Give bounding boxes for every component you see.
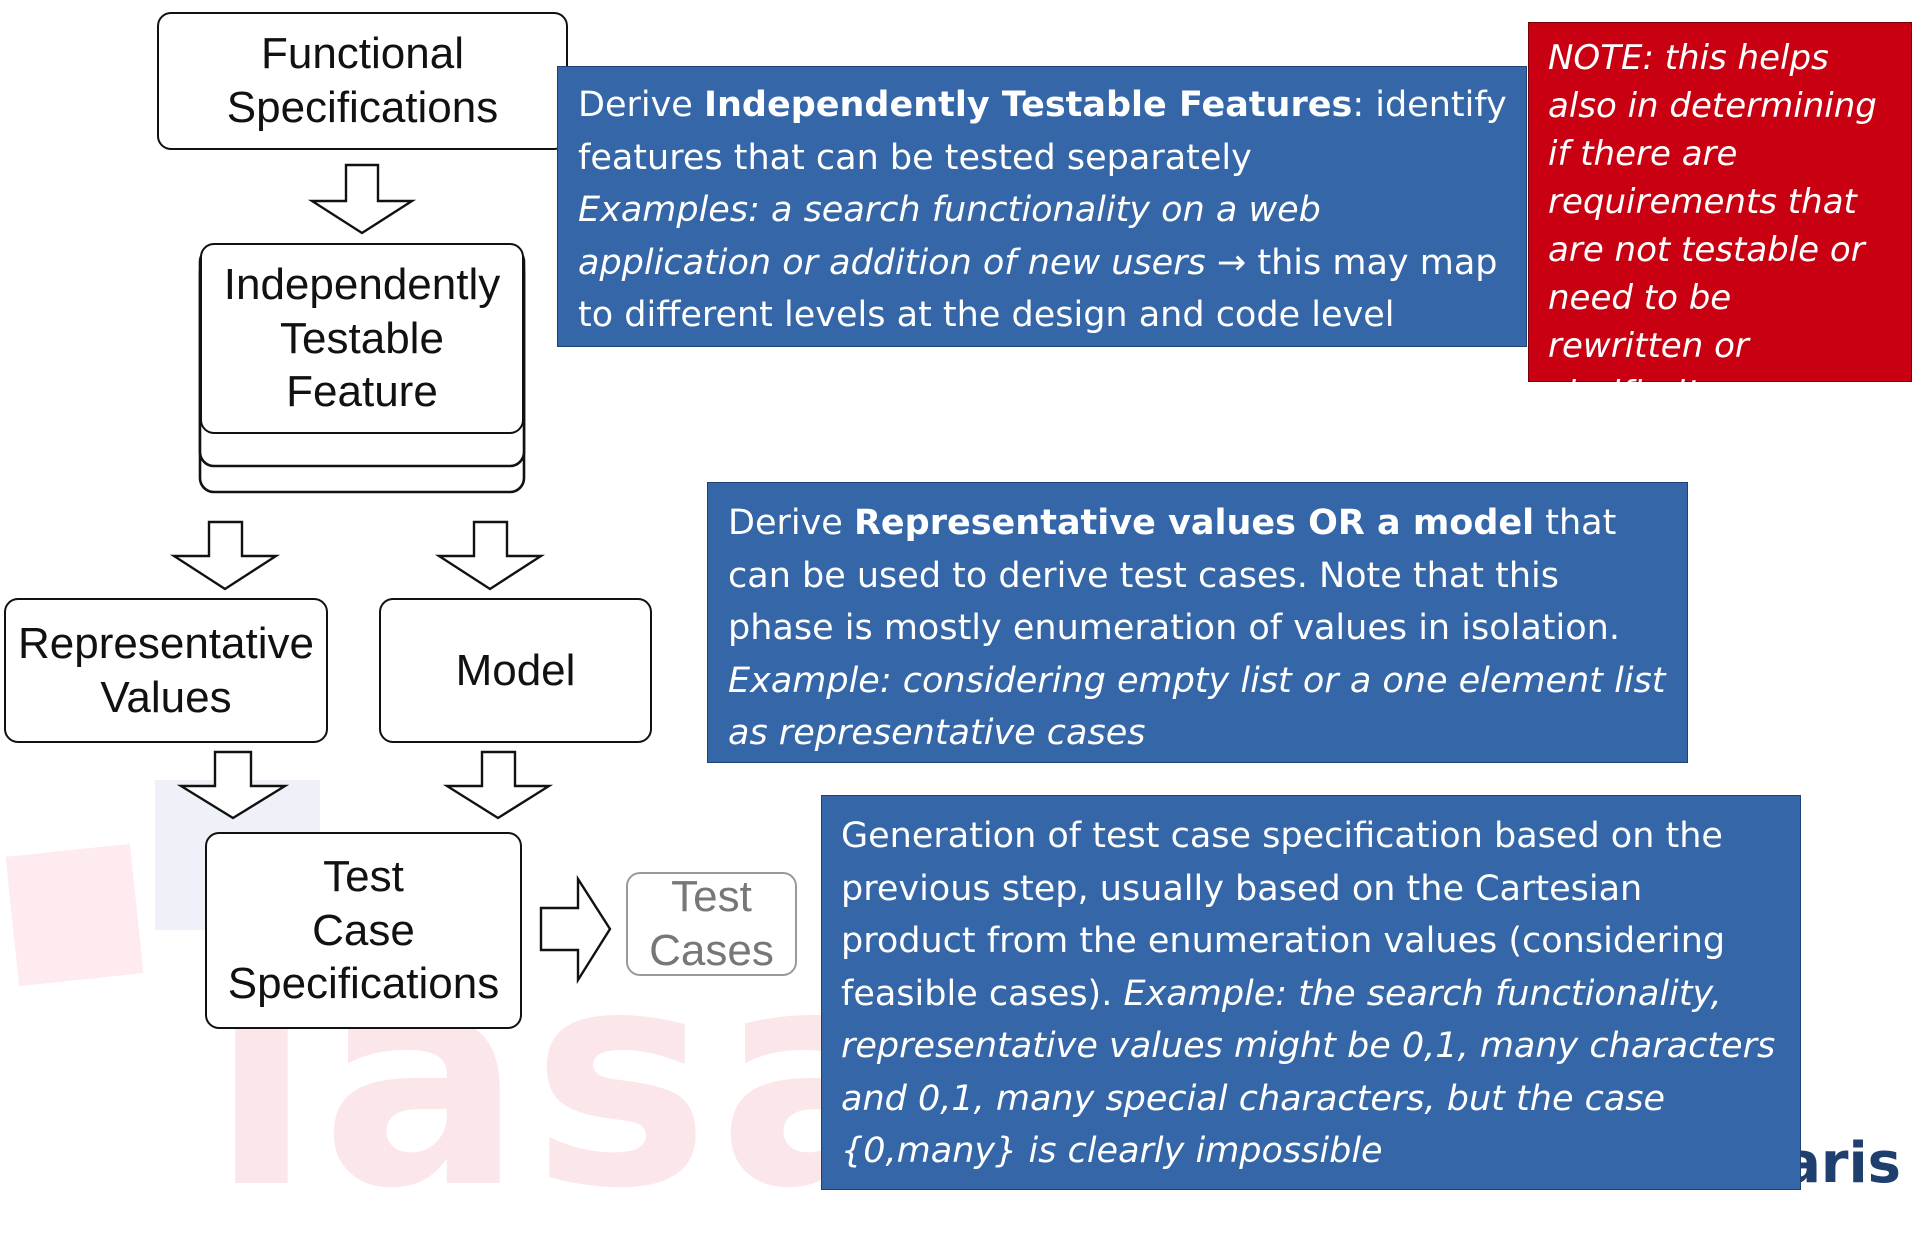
note-example: Examples: a search functionality on a we… bbox=[578, 190, 1321, 283]
box-label-line: Case bbox=[312, 905, 415, 955]
box-label-line: Model bbox=[455, 645, 576, 695]
box-label-line: Specifications bbox=[226, 83, 499, 132]
box-test-case-specifications: Test Case Specifications bbox=[205, 832, 522, 1029]
arrow-down-icon bbox=[307, 163, 417, 235]
box-label-line: Feature bbox=[286, 367, 438, 417]
box-label-line: Independently bbox=[223, 259, 501, 309]
arrow-down-icon bbox=[169, 520, 281, 591]
box-label-line: Functional bbox=[260, 29, 464, 79]
note-text: Generation of test case specification ba… bbox=[841, 816, 1726, 1014]
note-text: that can be used to derive test cases. N… bbox=[728, 503, 1620, 648]
box-model: Model bbox=[379, 598, 652, 743]
note-example: Example: the search functionality, repre… bbox=[841, 973, 1776, 1172]
note-example: Example: considering empty list or a one… bbox=[728, 660, 1666, 754]
arrow-right-icon bbox=[539, 874, 612, 985]
box-functional-specifications: Functional Specifications bbox=[157, 12, 568, 150]
note-red-testability: NOTE: this helps also in determining if … bbox=[1528, 22, 1912, 414]
box-label-line: Test bbox=[323, 851, 404, 901]
box-label-line: Specifications bbox=[227, 959, 500, 1009]
box-label-line: Cases bbox=[649, 926, 774, 975]
arrow-down-icon bbox=[434, 520, 546, 591]
box-label-line: Testable bbox=[280, 313, 444, 363]
note-bold-term: Representative values OR a model bbox=[853, 503, 1535, 543]
note-text: → this may map to different levels at th… bbox=[578, 242, 1498, 336]
arrow-down-icon bbox=[442, 750, 554, 820]
box-label-line: Representative bbox=[18, 618, 314, 668]
note-bold-term: Independently Testable Features bbox=[703, 85, 1353, 125]
note-text: : identify features that can be tested s… bbox=[578, 85, 1507, 178]
note-representative-values: Derive Representative values OR a model … bbox=[707, 482, 1688, 763]
note-independently-testable-features: Derive Independently Testable Features: … bbox=[557, 66, 1527, 347]
note-red-text: NOTE: this helps also in determining if … bbox=[1548, 38, 1877, 414]
note-text: Derive bbox=[578, 85, 704, 125]
box-independently-testable-feature: Independently Testable Feature bbox=[200, 243, 524, 434]
box-label-line: Test bbox=[671, 872, 752, 922]
note-text: Derive bbox=[728, 503, 854, 543]
note-test-case-generation: Generation of test case specification ba… bbox=[821, 795, 1801, 1190]
box-label-line: Values bbox=[100, 672, 232, 722]
box-test-cases: Test Cases bbox=[626, 872, 797, 976]
box-representative-values: Representative Values bbox=[4, 598, 328, 743]
arrow-down-icon bbox=[176, 750, 290, 820]
